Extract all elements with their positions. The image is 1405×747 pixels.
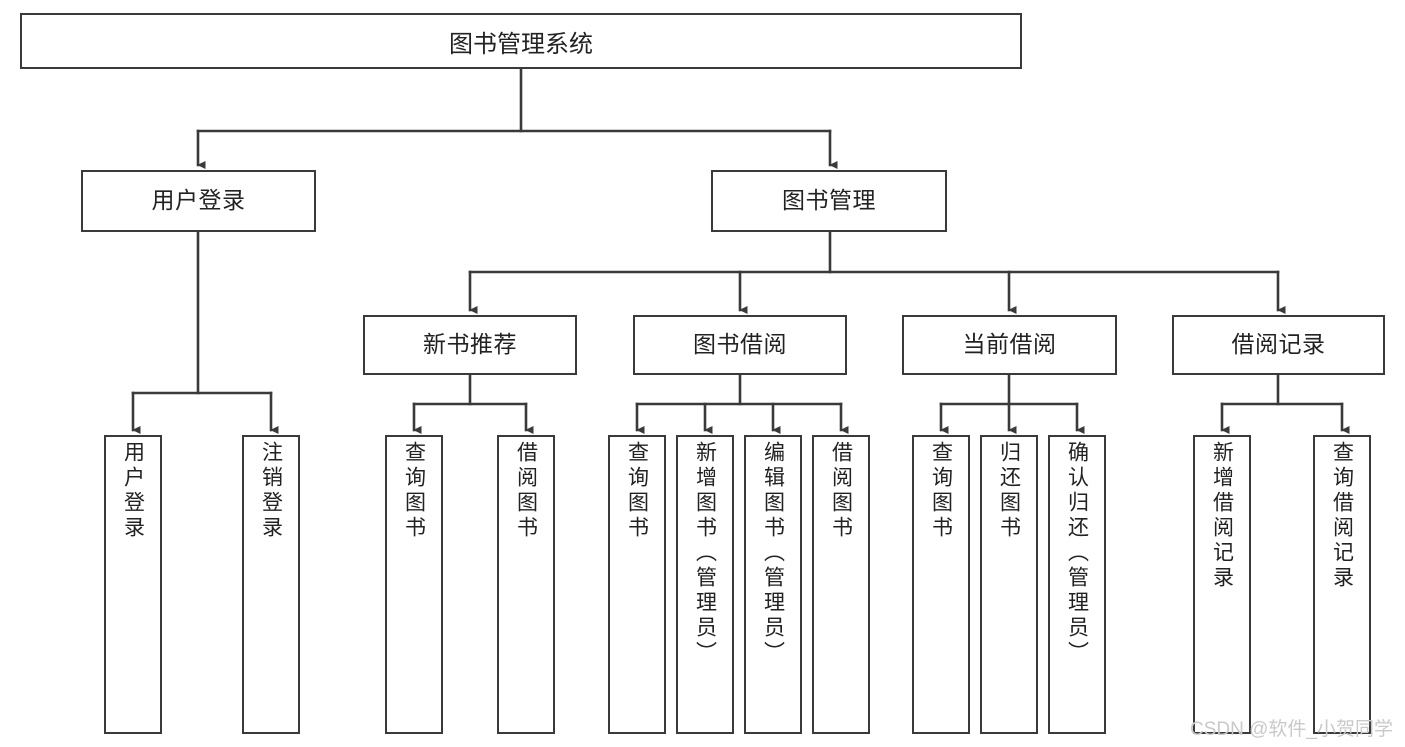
leaf-current-return-book[interactable]: 归还图书 [980,435,1038,734]
leaf-current-return-book-label: 归还图书 [997,441,1021,541]
node-borrow-record-label: 借阅记录 [1231,331,1326,358]
leaf-new-book-borrow-label: 借阅图书 [514,441,538,541]
leaf-borrow-edit-book-admin-label: 编辑图书（管理员） [761,441,785,666]
leaf-record-add-record[interactable]: 新增借阅记录 [1193,435,1251,734]
leaf-borrow-query-book-label: 查询图书 [625,441,649,541]
node-new-book-recommend-label: 新书推荐 [423,331,517,358]
node-book-borrow-label: 图书借阅 [693,331,787,358]
node-user-login-label: 用户登录 [151,187,246,214]
node-root-system-label: 图书管理系统 [449,30,593,58]
node-book-management[interactable]: 图书管理 [711,170,947,232]
node-book-management-label: 图书管理 [782,187,876,214]
leaf-current-confirm-return-admin[interactable]: 确认归还（管理员） [1048,435,1106,734]
leaf-current-confirm-return-admin-label: 确认归还（管理员） [1065,441,1089,666]
leaf-borrow-add-book-admin-label: 新增图书（管理员） [693,441,717,666]
node-user-login[interactable]: 用户登录 [81,170,316,232]
node-root-system[interactable]: 图书管理系统 [20,13,1022,69]
leaf-current-query-book[interactable]: 查询图书 [912,435,970,734]
node-book-borrow[interactable]: 图书借阅 [633,315,847,375]
leaf-borrow-borrow-book-label: 借阅图书 [829,441,853,541]
node-current-borrow-label: 当前借阅 [962,331,1057,358]
node-new-book-recommend[interactable]: 新书推荐 [363,315,577,375]
leaf-current-query-book-label: 查询图书 [929,441,953,541]
leaf-user-login-logout[interactable]: 注销登录 [242,435,300,734]
leaf-new-book-query-label: 查询图书 [402,441,426,541]
watermark: CSDN @软件_小贺同学 [1190,719,1393,740]
leaf-borrow-add-book-admin[interactable]: 新增图书（管理员） [676,435,734,734]
leaf-borrow-query-book[interactable]: 查询图书 [608,435,666,734]
leaf-borrow-borrow-book[interactable]: 借阅图书 [812,435,870,734]
leaf-record-query-record[interactable]: 查询借阅记录 [1313,435,1371,734]
leaf-borrow-edit-book-admin[interactable]: 编辑图书（管理员） [744,435,802,734]
node-current-borrow[interactable]: 当前借阅 [902,315,1117,375]
leaf-new-book-borrow[interactable]: 借阅图书 [497,435,555,734]
leaf-user-login-login[interactable]: 用户登录 [104,435,162,734]
leaf-new-book-query[interactable]: 查询图书 [385,435,443,734]
leaf-record-add-record-label: 新增借阅记录 [1210,441,1234,591]
leaf-user-login-logout-label: 注销登录 [259,441,283,541]
leaf-record-query-record-label: 查询借阅记录 [1330,441,1354,591]
leaf-user-login-login-label: 用户登录 [121,441,145,541]
node-borrow-record[interactable]: 借阅记录 [1172,315,1385,375]
